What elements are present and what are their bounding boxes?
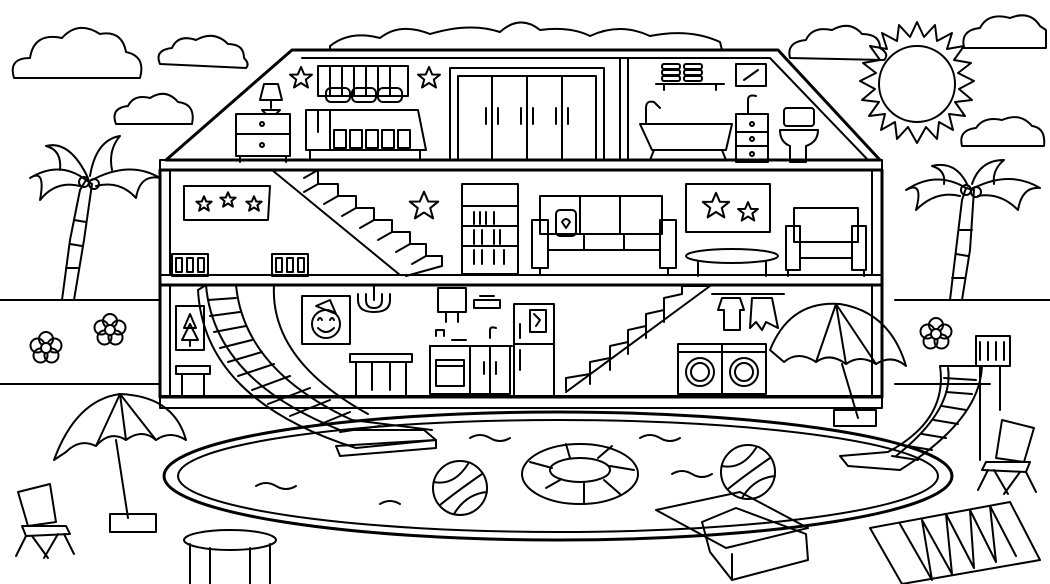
- armchair-icon: [786, 208, 866, 276]
- cloud-icon: [789, 26, 886, 60]
- star-icon: [289, 66, 313, 89]
- bookshelf-icon: [462, 184, 518, 274]
- toilet-icon: [780, 108, 818, 162]
- wardrobe-icon: [450, 68, 604, 160]
- sun-icon: [860, 22, 974, 143]
- beach-ball-icon: [432, 460, 488, 516]
- lamp-icon: [260, 84, 282, 114]
- cloud-icon: [115, 94, 193, 124]
- laundry-line-icon: [712, 294, 784, 330]
- palm-tree-icon: [30, 136, 160, 300]
- picture-frame-icon: [176, 306, 204, 350]
- bed-icon: [306, 66, 426, 160]
- picture-frame-icon: [184, 186, 270, 220]
- beach-ball-icon: [720, 444, 776, 500]
- box-icon: [656, 492, 808, 580]
- washing-machine-icon: [678, 344, 766, 394]
- folding-chair-icon: [15, 483, 75, 559]
- palm-tree-icon: [906, 160, 1040, 300]
- side-table-icon: [184, 530, 276, 584]
- chandelier-icon: [358, 286, 390, 312]
- nightstand-icon: [236, 114, 290, 162]
- bathtub-icon: [640, 102, 732, 160]
- mirror-icon: [736, 64, 766, 86]
- staircase-icon: [272, 170, 442, 276]
- radiator-icon: [271, 253, 309, 277]
- slide-icon: [840, 336, 1010, 470]
- coffee-table-icon: [686, 249, 778, 276]
- sofa-icon: [532, 196, 676, 274]
- beach-umbrella-icon: [770, 304, 906, 426]
- stove-icon: [430, 288, 512, 394]
- staircase-icon: [566, 286, 710, 392]
- picture-frame-icon: [686, 184, 770, 232]
- side-table-icon: [176, 366, 210, 396]
- cloud-icon: [963, 15, 1046, 48]
- picture-frame-icon: [302, 296, 350, 344]
- pool-icon: [164, 412, 952, 540]
- side-table-icon: [350, 354, 412, 396]
- flower-icon: [919, 317, 953, 350]
- flower-icon: [93, 313, 127, 346]
- pool-float-ring-icon: [522, 444, 638, 504]
- slide-icon: [198, 285, 436, 456]
- cloud-icon: [13, 28, 142, 78]
- beach-umbrella-icon: [54, 394, 186, 532]
- cloud-icon: [961, 117, 1044, 146]
- beach-towel-icon: [870, 502, 1040, 584]
- sink-cabinet-icon: [736, 96, 768, 163]
- cloud-icon: [159, 36, 248, 68]
- towel-shelf-icon: [656, 64, 724, 90]
- flower-icon: [29, 331, 63, 364]
- horizon-line: [0, 300, 1050, 384]
- star-icon: [417, 66, 441, 89]
- folding-chair-icon: [977, 419, 1037, 495]
- refrigerator-icon: [514, 304, 554, 396]
- star-icon: [408, 190, 440, 220]
- radiator-icon: [171, 253, 209, 277]
